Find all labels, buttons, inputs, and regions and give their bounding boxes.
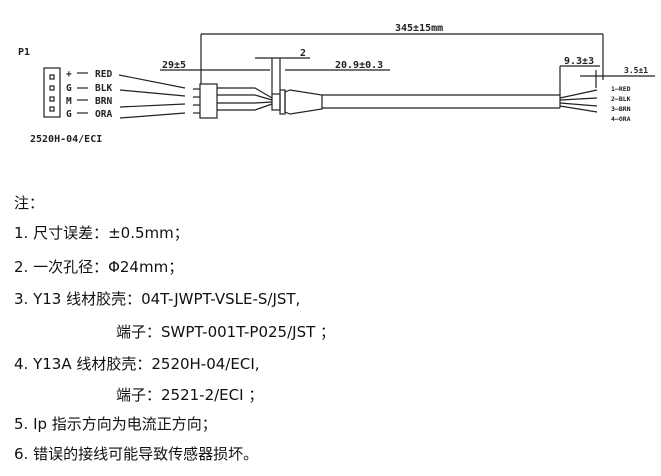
dim-housing: 29±5 <box>162 60 186 71</box>
note-3: 3. Y13 线材胶壳：04T-JWPT-VSLE-S/JST, <box>14 290 301 308</box>
connector-label: P1 <box>18 47 30 58</box>
dim-gap: 2 <box>300 48 306 59</box>
svg-text:3—BRN: 3—BRN <box>611 105 631 113</box>
svg-text:4—ORA: 4—ORA <box>611 115 631 123</box>
connector-part: 2520H-04/ECI <box>30 134 102 145</box>
svg-text:2—BLK: 2—BLK <box>611 95 631 103</box>
note-1: 1. 尺寸误差：±0.5mm； <box>14 224 189 242</box>
note-6: 6. 错误的接线可能导致传感器损坏。 <box>14 445 259 463</box>
svg-text:G: G <box>66 83 72 94</box>
note-2: 2. 一次孔径：Φ24mm； <box>14 258 184 276</box>
svg-text:G: G <box>66 109 72 120</box>
svg-text:M: M <box>66 96 72 107</box>
dim-strip: 9.3±3 <box>564 56 594 67</box>
dim-tip: 3.5±1 <box>624 66 648 75</box>
svg-text:BLK: BLK <box>95 83 112 94</box>
svg-text:RED: RED <box>95 69 112 80</box>
note-4-terminal: 端子：2521-2/ECI ； <box>116 386 264 404</box>
dim-sleeve: 20.9±0.3 <box>335 60 383 71</box>
svg-text:1—RED: 1—RED <box>611 85 631 93</box>
note-3-terminal: 端子：SWPT-001T-P025/JST ； <box>116 323 336 341</box>
svg-text:ORA: ORA <box>95 109 112 120</box>
connector-housing <box>43 67 61 118</box>
notes-title: 注： <box>14 194 45 212</box>
note-4: 4. Y13A 线材胶壳：2520H-04/ECI, <box>14 355 260 373</box>
svg-text:+: + <box>66 69 72 80</box>
dim-total: 345±15mm <box>395 23 443 34</box>
cable-diagram: P1 2520H-04/ECI + RED G BLK M BRN G ORA 345±… <box>18 23 655 145</box>
note-5: 5. Ip 指示方向为电流正方向； <box>14 415 217 433</box>
svg-text:BRN: BRN <box>95 96 112 107</box>
